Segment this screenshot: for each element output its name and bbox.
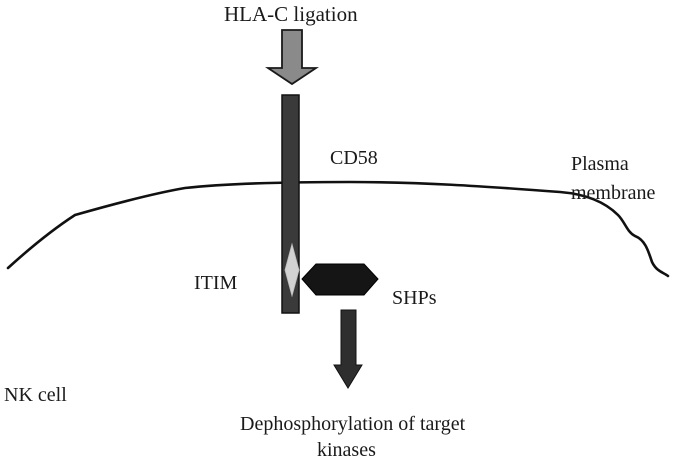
itim-label: ITIM <box>194 272 238 294</box>
nk-cell-label: NK cell <box>4 384 67 406</box>
plasma-membrane-line <box>6 180 670 278</box>
shp-hexagon <box>301 263 379 296</box>
plasma-membrane-label-line1: Plasma <box>571 153 629 175</box>
dephosphorylation-arrow <box>333 309 363 389</box>
outcome-label-line2: kinases <box>317 439 376 459</box>
cd58-label: CD58 <box>330 147 378 169</box>
ligation-label: HLA-C ligation <box>224 2 358 26</box>
shps-label: SHPs <box>392 287 437 309</box>
itim-diamond <box>284 242 300 298</box>
plasma-membrane-label-line2: membrane <box>571 182 656 204</box>
outcome-label-line1: Dephosphorylation of target <box>240 413 466 435</box>
ligation-arrow <box>265 29 319 86</box>
